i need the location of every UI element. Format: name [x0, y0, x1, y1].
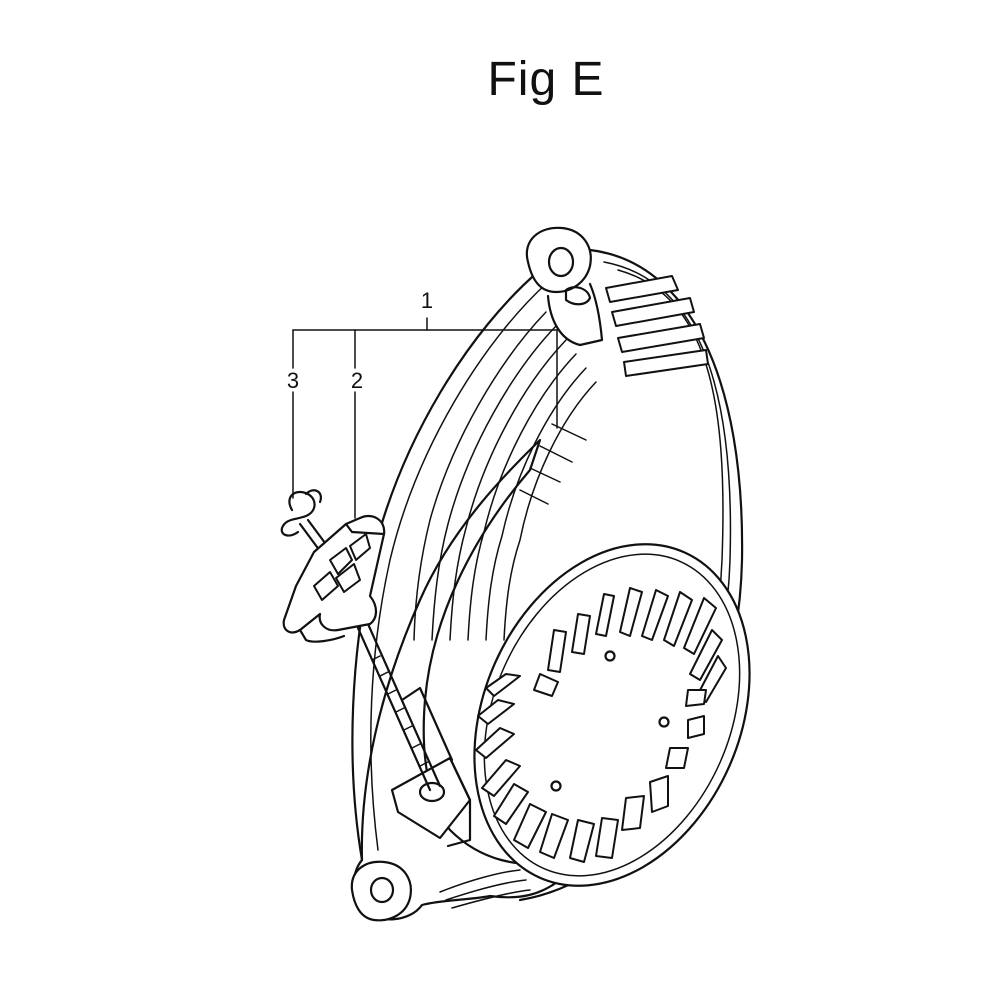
- cover-rivet-bottom: [550, 780, 562, 792]
- callout-1-label: 1: [421, 288, 433, 313]
- rope-guide-boss: [390, 756, 472, 840]
- rope-twist-marks: [371, 655, 429, 767]
- rope-guide-hole: [418, 781, 446, 803]
- starter-housing: [350, 226, 751, 922]
- top-mount-hole: [547, 246, 575, 278]
- rope-left-strand: [356, 626, 432, 792]
- cover-vent-slots: [475, 587, 727, 863]
- bottom-mounting-ear: [350, 860, 412, 922]
- shell-slots-bottom: [439, 869, 531, 909]
- handle-top-edge: [344, 522, 386, 536]
- knot-tail: [304, 489, 322, 504]
- handle-window-3: [349, 533, 371, 561]
- callout-2-label: 2: [351, 368, 363, 393]
- knot-loop: [280, 490, 316, 537]
- cover-rivet-top: [604, 650, 616, 662]
- handle-window-4: [335, 563, 361, 593]
- bottom-mount-hole: [369, 876, 395, 904]
- cover-face-inner-ring: [483, 553, 741, 877]
- handle-bottom-lip: [298, 628, 346, 643]
- callout-leaders: [292, 317, 558, 519]
- flange-inner-edge: [370, 281, 549, 851]
- handle-window-2: [313, 571, 339, 601]
- top-mounting-ear: [525, 226, 592, 294]
- top-ear-socket: [564, 286, 592, 306]
- top-ear-boss: [546, 282, 604, 347]
- housing-ribs: [413, 311, 597, 641]
- rope-guide-side: [446, 756, 472, 848]
- rope-right-strand: [366, 622, 442, 788]
- figure-title: Fig E: [487, 53, 605, 106]
- handle-window-1: [329, 547, 353, 575]
- rope-knot: [280, 489, 322, 537]
- cover-rivet-right: [658, 716, 670, 728]
- rope-guide-upper: [400, 686, 454, 762]
- starter-handle: [282, 514, 386, 643]
- shell-slots-top: [605, 275, 709, 377]
- callout-3-label: 3: [287, 368, 299, 393]
